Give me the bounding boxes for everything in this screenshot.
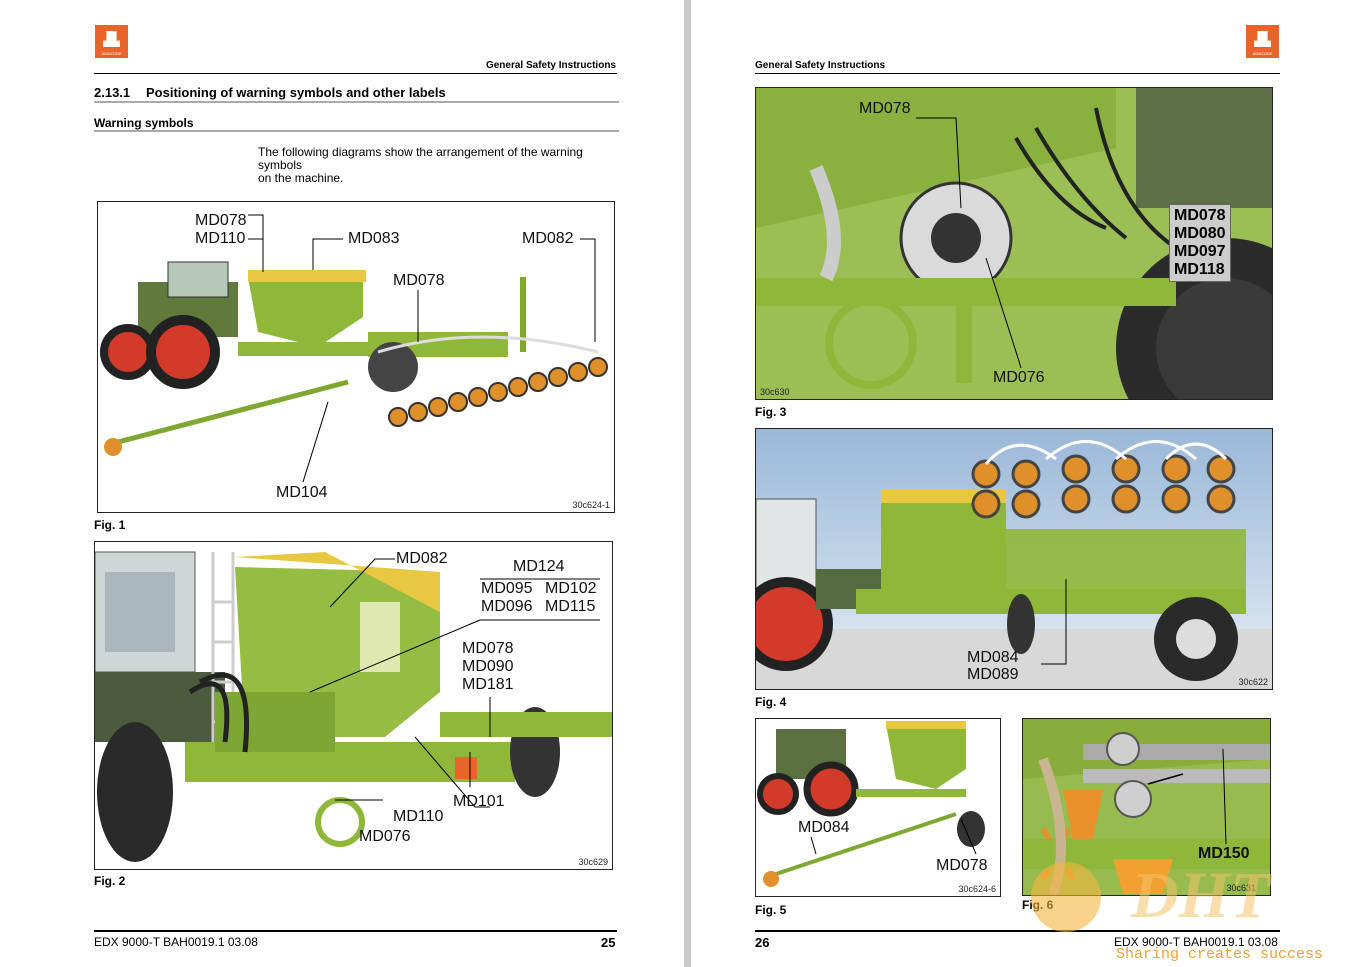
watermark-text: DHT [1131,859,1271,932]
figure-6: MD150 30c631 [1022,718,1271,896]
left-page: AMAZONE General Safety Instructions 2.13… [0,0,684,967]
fig2-illustration [95,542,612,869]
subheading: Warning symbols [94,116,194,130]
fig2-label-md096: MD096 [481,598,533,615]
page-number: 25 [601,935,616,950]
fig6-code: 30c631 [1226,883,1256,893]
fig2-label-md090: MD090 [462,658,514,675]
fig5-caption: Fig. 5 [755,903,787,917]
page-header: General Safety Instructions [755,60,886,71]
figure-5: MD084 MD078 30c624-6 [755,718,1001,897]
logo-text: AMAZONE [1252,51,1273,56]
intro-line-1: The following diagrams show the arrangem… [258,145,583,172]
fig3-box-md078: MD078 [1174,207,1226,224]
fig5-label-md078: MD078 [936,857,988,874]
footer-doc: EDX 9000-T BAH0019.1 03.08 [1114,935,1278,949]
footer-rule [94,930,617,932]
header-rule [755,73,1280,74]
fig1-label-md078-a: MD078 [195,212,247,229]
fig1-label-md110: MD110 [195,230,246,247]
footer-rule [755,930,1280,932]
fig4-label-md089: MD089 [967,666,1019,683]
fig2-label-md110: MD110 [393,808,444,825]
fig4-label-md084: MD084 [967,649,1019,666]
fig1-label-md078-b: MD078 [393,272,445,289]
fig2-label-md095: MD095 [481,580,533,597]
fig1-caption: Fig. 1 [94,518,126,532]
intro-text: The following diagrams show the arrangem… [258,146,618,185]
fig1-label-md104: MD104 [276,484,328,501]
fig5-label-md084: MD084 [798,819,850,836]
fig3-box-md118: MD118 [1174,261,1225,278]
page-header: General Safety Instructions [485,60,616,71]
fig6-label-md150: MD150 [1198,845,1250,862]
right-page: AMAZONE General Safety Instructions MD07… [691,0,1371,967]
logo-mark-icon [1254,31,1271,47]
fig2-label-md102: MD102 [545,580,597,597]
header-rule [94,73,617,74]
fig3-label-md076: MD076 [993,369,1045,386]
figure-4: MD084 MD089 30c622 [755,428,1273,690]
fig2-label-md078: MD078 [462,640,514,657]
fig2-label-md076: MD076 [359,828,411,845]
section-number: 2.13.1 [94,85,131,100]
fig5-illustration [756,719,1000,896]
intro-line-2: on the machine. [258,171,344,185]
fig3-label-md078: MD078 [859,100,911,117]
fig2-label-md101: MD101 [453,793,505,810]
amazone-logo: AMAZONE [95,25,128,58]
figure-2: MD082 MD124 MD095 MD102 MD096 MD115 MD07… [94,541,613,870]
logo-text: AMAZONE [101,51,122,56]
fig4-illustration [756,429,1272,689]
fig4-code: 30c622 [1238,677,1268,687]
fig3-box-md097: MD097 [1174,243,1226,260]
fig1-illustration [98,202,614,512]
figure-1: MD078 MD110 MD083 MD082 MD078 MD104 30c6… [97,201,615,513]
watermark-tagline: Sharing creates success [1116,946,1324,963]
watermark-circle [1031,862,1101,932]
logo-mark-icon [103,31,120,47]
fig3-caption: Fig. 3 [755,405,787,419]
fig1-label-md083: MD083 [348,230,400,247]
fig2-label-md115: MD115 [545,598,596,615]
fig1-code: 30c624-1 [572,500,610,510]
fig2-code: 30c629 [578,857,608,867]
fig5-code: 30c624-6 [958,884,996,894]
page-number: 26 [755,935,770,950]
fig1-label-md082: MD082 [522,230,574,247]
footer-doc: EDX 9000-T BAH0019.1 03.08 [94,935,258,949]
fig3-code: 30c630 [760,387,790,397]
fig2-caption: Fig. 2 [94,874,126,888]
fig3-box-md080: MD080 [1174,225,1226,242]
section-rule [94,101,619,103]
subheading-rule [94,130,619,132]
fig6-illustration [1023,719,1270,895]
fig3-label-box: MD078 MD080 MD097 MD118 [1169,204,1231,282]
amazone-logo: AMAZONE [1246,25,1279,58]
fig2-label-md181: MD181 [462,676,514,693]
fig2-label-md082: MD082 [396,550,448,567]
fig4-caption: Fig. 4 [755,695,787,709]
figure-3: MD078 MD076 MD078 MD080 MD097 MD118 30c6… [755,87,1273,400]
section-title: Positioning of warning symbols and other… [146,85,446,100]
fig2-label-md124: MD124 [513,558,565,575]
